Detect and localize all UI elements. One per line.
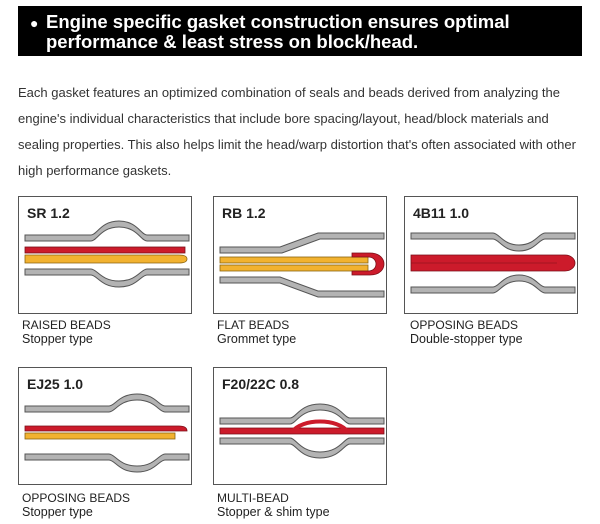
diagram-caption: OPPOSING BEADS Double-stopper type — [410, 318, 523, 346]
multi-bead-stopper-shim-illustration — [219, 403, 385, 459]
banner-title-line-2: performance & least stress on block/head… — [46, 31, 419, 52]
diagram-f2022c: F20/22C 0.8 — [213, 367, 387, 485]
intro-line: sealing properties. This also helps limi… — [18, 137, 576, 152]
bead-type-label: OPPOSING BEADS — [22, 491, 131, 505]
diagram-code: 4B11 1.0 — [413, 205, 470, 221]
intro-line: high performance gaskets. — [18, 163, 172, 178]
diagram-code: F20/22C 0.8 — [222, 376, 300, 392]
construction-type-label: Stopper type — [22, 332, 93, 346]
diagram-caption: OPPOSING BEADS Stopper type — [22, 491, 130, 519]
intro-line: Each gasket features an optimized combin… — [18, 85, 560, 100]
diagram-caption: MULTI-BEAD Stopper & shim type — [217, 491, 330, 519]
banner-title-line-1: Engine specific gasket construction ensu… — [46, 11, 510, 32]
diagram-code: EJ25 1.0 — [27, 376, 84, 392]
raised-bead-stopper-illustration — [24, 220, 190, 288]
diagram-caption: FLAT BEADS Grommet type — [217, 318, 296, 346]
bullet-icon: ● — [30, 15, 39, 31]
bead-type-label: OPPOSING BEADS — [410, 318, 519, 332]
diagram-caption: RAISED BEADS Stopper type — [22, 318, 111, 346]
header-banner: ● Engine specific gasket construction en… — [18, 6, 582, 56]
opposing-bead-stopper-illustration — [24, 393, 190, 473]
diagram-ej25: EJ25 1.0 — [18, 367, 192, 485]
bead-type-label: FLAT BEADS — [217, 318, 290, 332]
intro-paragraph: Each gasket features an optimized combin… — [18, 80, 588, 184]
diagram-code: SR 1.2 — [27, 205, 70, 221]
construction-type-label: Stopper & shim type — [217, 505, 330, 519]
intro-line: engine's individual characteristics that… — [18, 111, 549, 126]
flat-bead-grommet-illustration — [219, 232, 385, 298]
diagram-code: RB 1.2 — [222, 205, 266, 221]
opposing-bead-double-stopper-illustration — [410, 232, 576, 294]
diagram-4b11: 4B11 1.0 — [404, 196, 578, 314]
bead-type-label: RAISED BEADS — [22, 318, 111, 332]
construction-type-label: Double-stopper type — [410, 332, 523, 346]
bead-type-label: MULTI-BEAD — [217, 491, 289, 505]
diagram-sr12: SR 1.2 — [18, 196, 192, 314]
construction-type-label: Grommet type — [217, 332, 297, 346]
diagram-rb12: RB 1.2 — [213, 196, 387, 314]
construction-type-label: Stopper type — [22, 505, 93, 519]
